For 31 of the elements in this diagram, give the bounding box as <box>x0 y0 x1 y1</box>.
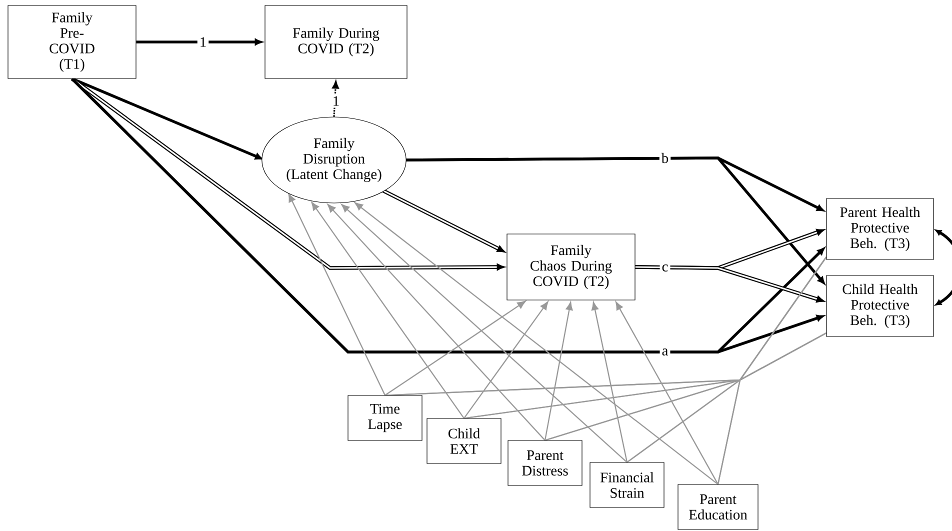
variable-box: Child EXT <box>426 418 502 464</box>
variable-box: Family Chaos During COVID (T2) <box>506 234 636 300</box>
path-arrow <box>616 302 719 485</box>
path-arrow <box>635 265 825 303</box>
path-arrow <box>464 302 548 419</box>
path-arrow <box>70 77 506 271</box>
path-arrow <box>354 202 718 485</box>
path-label: c <box>660 262 670 274</box>
path-label: b <box>659 150 671 166</box>
path-arrow <box>591 302 628 462</box>
variable-box: Family Pre-COVID (T1) <box>8 5 136 79</box>
path-arrow <box>544 302 573 440</box>
variable-box: Time Lapse <box>348 395 422 441</box>
path-arrow <box>311 202 464 419</box>
variable-box: Family During COVID (T2) <box>264 5 408 79</box>
path-label: a <box>660 346 670 358</box>
path-arrow <box>332 81 339 117</box>
path-arrow <box>384 300 526 396</box>
path-arrow <box>288 194 386 396</box>
variable-box: Financial Strain <box>590 462 664 508</box>
path-arrow <box>382 188 506 253</box>
variable-box: Child Health Protective Beh. (T3) <box>826 275 934 337</box>
variable-box: Parent Health Protective Beh. (T3) <box>826 198 934 260</box>
path-arrow <box>136 38 262 46</box>
path-label: 1 <box>197 35 209 49</box>
variable-box: Parent Distress <box>508 440 582 486</box>
path-arrow <box>327 204 546 441</box>
path-arrow <box>341 204 628 463</box>
path-label: 1 <box>330 94 342 108</box>
variable-box: Parent Education <box>678 484 758 530</box>
covariance-arrow <box>935 230 952 306</box>
